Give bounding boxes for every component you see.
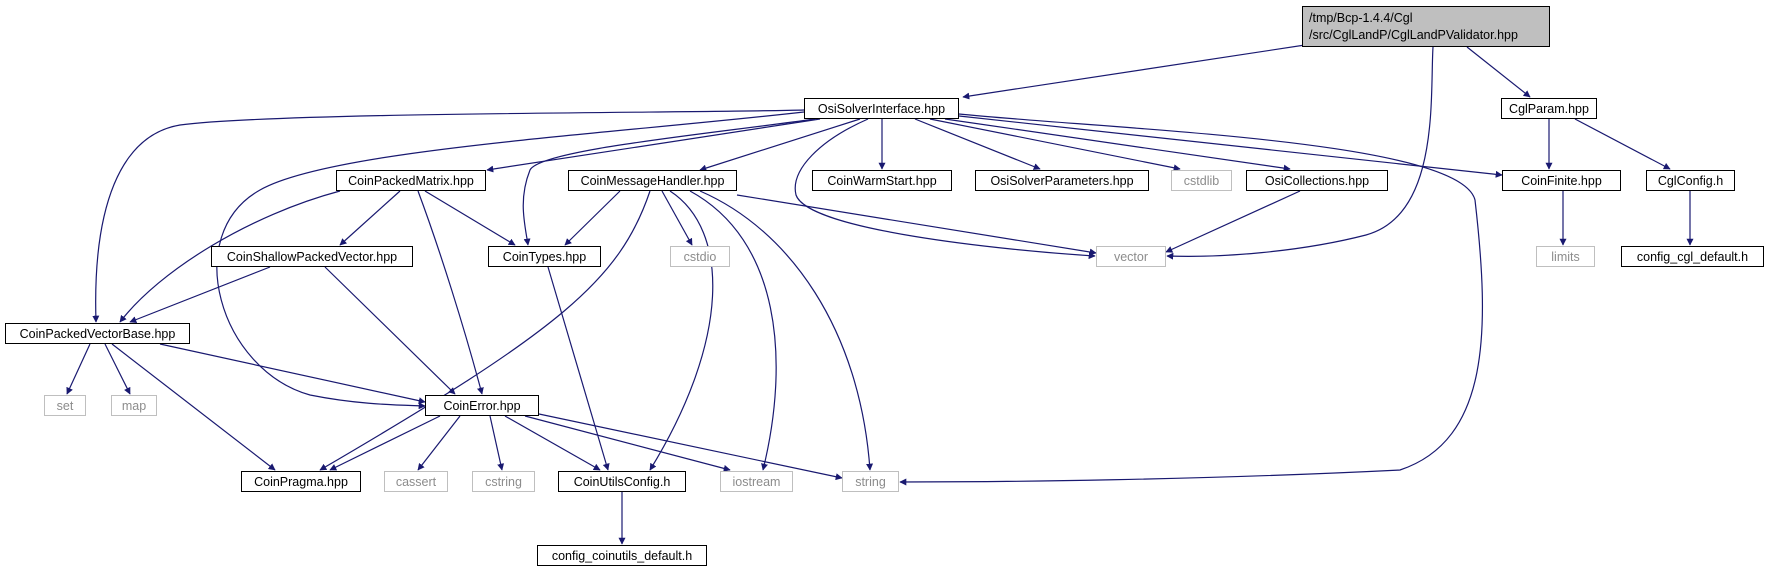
edge-messagehandler-to-cstdio (661, 190, 693, 246)
node-cassert[interactable]: cassert (384, 471, 448, 492)
edge-osicollections-to-vector (1165, 190, 1301, 253)
root-node-path-line2: /src/CglLandP/CglLandPValidator.hpp (1309, 27, 1518, 42)
node-cglparam[interactable]: CglParam.hpp (1501, 98, 1597, 119)
edge-cglparam-to-cglconfig (1574, 118, 1671, 170)
edge-packedvectorbase-to-map (104, 343, 131, 395)
edge-packedmatrix-to-shallowvector (339, 190, 401, 246)
edge-osi-to-string (899, 113, 1483, 486)
edge-root-to-vector (1166, 46, 1434, 260)
edge-osi-to-packedmatrix (486, 118, 821, 173)
node-map[interactable]: map (111, 395, 157, 416)
edge-osi-to-solverparams (914, 118, 1041, 170)
edge-osi-to-cstdlib (929, 118, 1181, 172)
node-coinpackedvectorbase[interactable]: CoinPackedVectorBase.hpp (5, 323, 190, 344)
edge-messagehandler-to-pragma (319, 190, 651, 471)
edge-packedmatrix-to-cointypes (424, 190, 516, 246)
node-cstdlib[interactable]: cstdlib (1171, 170, 1232, 191)
node-config-coinutils-default[interactable]: config_coinutils_default.h (537, 545, 707, 566)
node-set[interactable]: set (44, 395, 86, 416)
edge-packedvectorbase-to-pragma (111, 343, 276, 471)
edge-cointypes-to-utilsconfig (547, 266, 610, 471)
node-coinutilsconfig[interactable]: CoinUtilsConfig.h (558, 471, 686, 492)
edge-osi-to-packedvectorbase (92, 109, 805, 323)
node-osisolverparameters[interactable]: OsiSolverParameters.hpp (975, 170, 1149, 191)
edge-messagehandler-to-cointypes (564, 190, 621, 246)
edge-messagehandler-to-vector (736, 194, 1097, 256)
edge-packedvectorbase-to-coinerror (159, 343, 426, 405)
edge-coinerror-to-utilsconfig (504, 415, 601, 471)
node-coinpackedmatrix[interactable]: CoinPackedMatrix.hpp (336, 170, 486, 191)
node-coinfinite[interactable]: CoinFinite.hpp (1502, 170, 1621, 191)
edge-messagehandler-to-string (699, 190, 874, 471)
edge-shallowvector-to-packedvectorbase (129, 266, 271, 323)
edge-root-to-cglparam (1466, 46, 1531, 98)
edge-coinerror-to-string (538, 413, 843, 481)
edge-root-to-osi (962, 44, 1306, 100)
node-coinmessagehandler[interactable]: CoinMessageHandler.hpp (568, 170, 737, 191)
node-config-cgl-default[interactable]: config_cgl_default.h (1621, 246, 1764, 267)
edge-osi-to-cointypes (522, 118, 816, 246)
node-string[interactable]: string (842, 471, 899, 492)
node-osisolverinterface[interactable]: OsiSolverInterface.hpp (804, 98, 959, 119)
node-coinshallowpackedvector[interactable]: CoinShallowPackedVector.hpp (211, 246, 413, 267)
node-iostream[interactable]: iostream (720, 471, 793, 492)
edge-osi-to-osicollections (944, 118, 1291, 172)
edge-messagehandler-to-iostream (689, 190, 777, 471)
edge-coinerror-to-iostream (524, 415, 731, 472)
edge-osi-to-vector (794, 118, 1096, 260)
edge-coinerror-to-pragma (329, 415, 441, 471)
node-vector[interactable]: vector (1096, 246, 1166, 267)
node-cstring[interactable]: cstring (472, 471, 535, 492)
node-cglconfig[interactable]: CglConfig.h (1646, 170, 1735, 191)
edge-packedvectorbase-to-set (66, 343, 91, 395)
node-coinerror[interactable]: CoinError.hpp (425, 395, 539, 416)
edge-osi-to-coinfinite (958, 115, 1503, 178)
edge-osi-to-messagehandler (699, 118, 861, 172)
edge-shallowvector-to-coinerror (324, 266, 456, 395)
node-coinpragma[interactable]: CoinPragma.hpp (241, 471, 361, 492)
node-cstdio[interactable]: cstdio (670, 246, 730, 267)
node-coinwarmstart[interactable]: CoinWarmStart.hpp (812, 170, 952, 191)
edge-coinerror-to-cassert (417, 415, 461, 471)
edge-osi-to-coinerror (216, 111, 805, 410)
node-cointypes[interactable]: CoinTypes.hpp (488, 246, 601, 267)
edge-packedmatrix-to-coinerror (417, 190, 484, 395)
node-limits[interactable]: limits (1536, 246, 1595, 267)
root-node-path-line1: /tmp/Bcp-1.4.4/Cgl (1309, 10, 1413, 25)
root-node-cgllandpvalidator[interactable]: /tmp/Bcp-1.4.4/Cgl /src/CglLandP/CglLand… (1302, 6, 1550, 47)
edge-coinerror-to-cstring (489, 415, 505, 471)
edge-messagehandler-to-utilsconfig (649, 190, 714, 471)
node-osicollections[interactable]: OsiCollections.hpp (1246, 170, 1388, 191)
